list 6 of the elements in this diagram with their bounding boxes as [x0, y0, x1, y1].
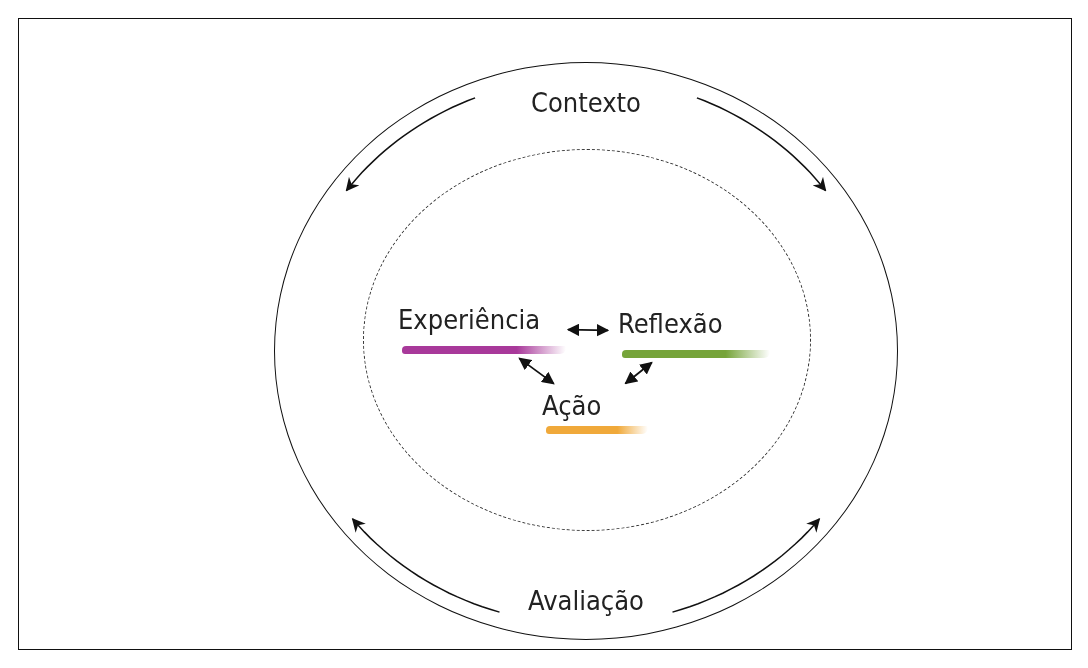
- node-label: Ação: [542, 390, 602, 423]
- node-label: Reflexão: [618, 308, 723, 341]
- double-arrow: [518, 357, 555, 385]
- node-label: Experiência: [398, 304, 541, 337]
- double-arrow: [566, 323, 610, 337]
- double-arrow: [624, 361, 653, 385]
